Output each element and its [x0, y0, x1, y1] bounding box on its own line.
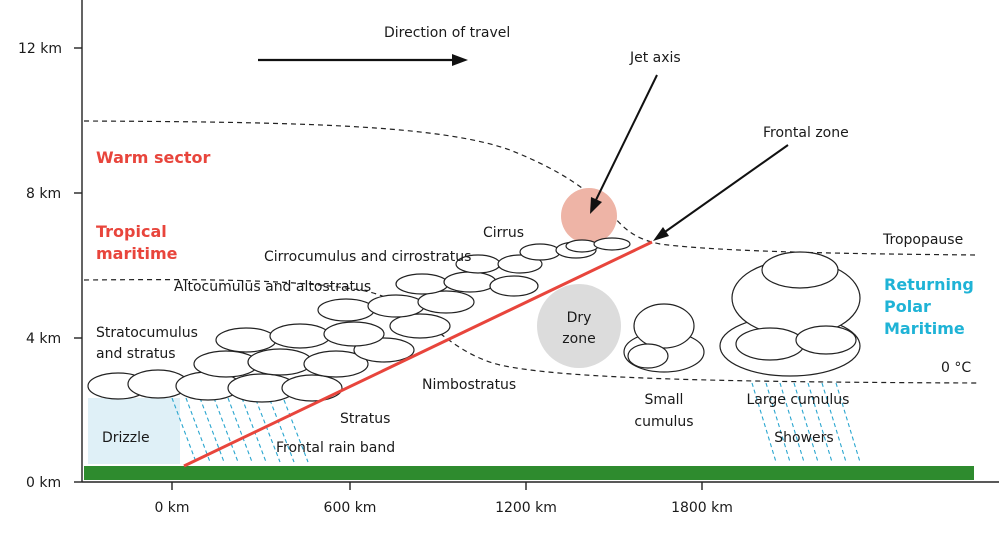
nimbostratus-label: Nimbostratus — [422, 377, 516, 393]
tropical-maritime-label-2: maritime — [96, 244, 178, 263]
direction-of-travel-label: Direction of travel — [384, 25, 510, 41]
cold-front-line — [183, 240, 653, 468]
jet-axis-arrow — [593, 74, 658, 205]
x-tick-0km: 0 km — [154, 500, 189, 516]
large-cumulus-cloud — [719, 251, 861, 377]
jet-axis-label: Jet axis — [629, 50, 681, 66]
x-tick-600km: 600 km — [324, 500, 377, 516]
returning-polar-label-2: Polar — [884, 297, 931, 316]
cirrus-label: Cirrus — [483, 225, 524, 241]
small-cumulus-label-2: cumulus — [634, 414, 693, 430]
small-cumulus-label-1: Small — [645, 392, 684, 408]
stratocumulus-label-2: and stratus — [96, 346, 176, 362]
dry-zone-label-1: Dry — [567, 310, 592, 326]
y-tick-4km: 4 km — [26, 331, 61, 347]
stratocumulus-label-1: Stratocumulus — [96, 325, 198, 341]
y-tick-8km: 8 km — [26, 186, 61, 202]
x-tick-1800km: 1800 km — [671, 500, 733, 516]
tropopause-line — [83, 120, 979, 256]
altocumulus-label: Altocumulus and altostratus — [174, 279, 371, 295]
frontal-rain-band-label: Frontal rain band — [276, 440, 395, 456]
returning-polar-label-3: Maritime — [884, 319, 965, 338]
zero-celsius-label: 0 °C — [941, 360, 971, 376]
cirrocumulus-label: Cirrocumulus and cirrostratus — [264, 249, 471, 265]
large-cumulus-label: Large cumulus — [747, 392, 850, 408]
frontal-zone-arrow — [661, 144, 789, 235]
ground-strip — [84, 466, 974, 480]
frontal-rain-lines — [171, 397, 309, 463]
tropical-maritime-label-1: Tropical — [96, 222, 167, 241]
showers-label: Showers — [774, 430, 833, 446]
stratus-label: Stratus — [340, 411, 390, 427]
y-tick-12km: 12 km — [18, 41, 62, 57]
tropopause-label: Tropopause — [882, 232, 963, 248]
jet-core — [561, 188, 617, 244]
returning-polar-label-1: Returning — [884, 275, 974, 294]
y-tick-0km: 0 km — [26, 475, 61, 491]
drizzle-area — [88, 398, 180, 464]
frontal-zone-label: Frontal zone — [763, 125, 849, 141]
x-tick-1200km: 1200 km — [495, 500, 557, 516]
dry-zone-circle — [537, 284, 621, 368]
drizzle-label: Drizzle — [102, 430, 150, 446]
small-cumulus-cloud — [623, 303, 705, 373]
frontal-cloud-band — [87, 237, 631, 403]
dry-zone-label-2: zone — [562, 331, 595, 347]
warm-sector-label: Warm sector — [96, 148, 211, 167]
